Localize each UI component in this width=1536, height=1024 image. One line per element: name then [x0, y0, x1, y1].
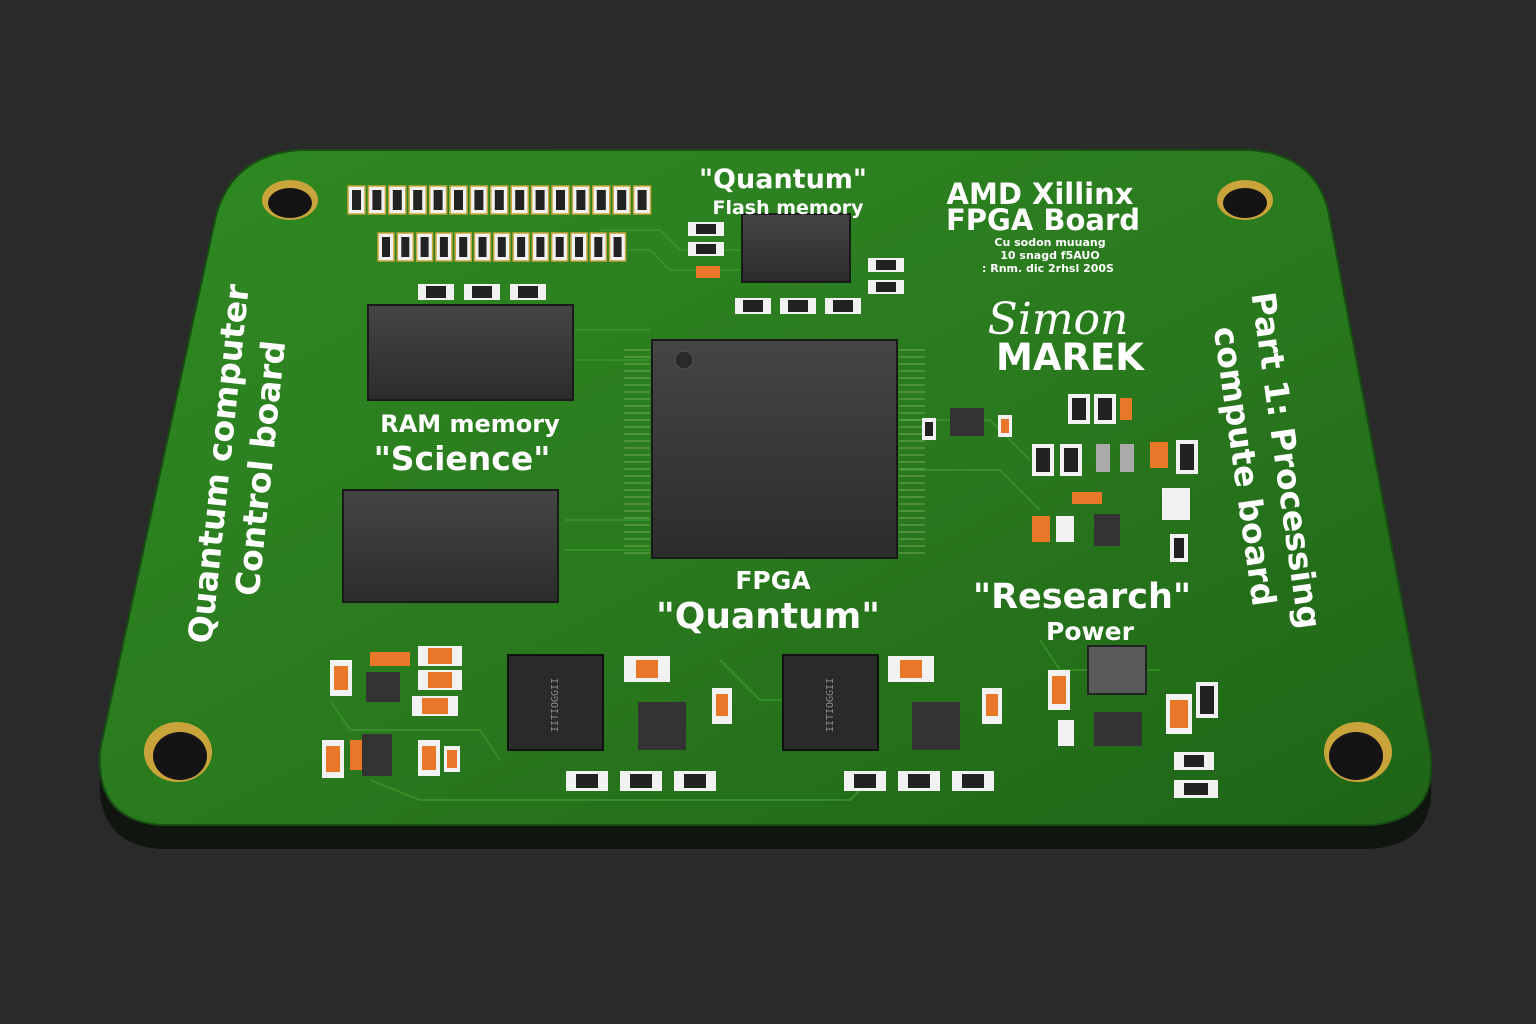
connector-pad-core	[515, 190, 525, 210]
fpga-name: "Quantum"	[656, 596, 880, 637]
connector-pad-core	[420, 237, 429, 257]
ram-chip-top	[367, 304, 574, 401]
fpga-label: FPGA	[735, 566, 811, 595]
connector-pad-core	[497, 237, 506, 257]
designer-signature: Simon	[988, 294, 1129, 345]
power-name: "Research"	[973, 577, 1191, 617]
connector-pad-core	[413, 190, 423, 210]
connector-pad-core	[536, 237, 545, 257]
mounting-hole	[153, 732, 207, 780]
connector-pad-core	[613, 237, 622, 257]
connector-pad-core	[594, 237, 603, 257]
connector-pad-core	[372, 190, 382, 210]
power-inductor	[1087, 645, 1147, 695]
connector-pad-core	[439, 237, 448, 257]
connector-pad-core	[637, 190, 647, 210]
power-label: Power	[1046, 617, 1135, 646]
ram-chip-bottom	[342, 489, 559, 603]
ram-name: "Science"	[374, 439, 551, 478]
connector-pad-core	[596, 190, 606, 210]
mounting-hole	[1329, 732, 1383, 780]
flash-chip	[741, 213, 851, 283]
connector-pad-core	[382, 237, 390, 257]
fpga-pin1-marker	[674, 350, 694, 370]
connector-pad-core	[556, 190, 565, 210]
flash-subtitle: Flash memory	[712, 197, 864, 219]
connector-pad-core	[454, 190, 463, 210]
flash-pads	[688, 222, 904, 314]
connector-pad-core	[535, 190, 545, 210]
mounting-hole	[268, 188, 312, 218]
connector-pad-core	[517, 237, 526, 257]
regulator-chip-2	[782, 654, 879, 751]
left-bottom-components	[322, 646, 462, 778]
connector-pad-core	[433, 190, 443, 210]
power-section: IITIOGGII IITIOGGII	[507, 645, 1218, 798]
fine-print-1: Cu sodon muuang	[994, 236, 1105, 249]
connector-pad-core	[474, 190, 484, 210]
connector-pad-core	[459, 237, 468, 257]
fine-print-3: : Rnm. dic 2rhsl 200S	[982, 262, 1114, 275]
mounting-hole	[1223, 188, 1267, 218]
ram-top-pads	[418, 284, 546, 300]
brand-line-1: AMD Xillinx	[947, 177, 1134, 211]
regulator-chip-1	[507, 654, 604, 751]
connector-pad-core	[575, 237, 583, 257]
connector-pad-core	[617, 190, 627, 210]
flash-title: "Quantum"	[699, 164, 867, 195]
fpga-pin-grid	[624, 349, 925, 554]
top-connector-pads	[347, 185, 652, 215]
connector-pad-core	[401, 237, 410, 257]
second-connector-pads	[377, 232, 627, 262]
ram-label: RAM memory	[380, 410, 560, 438]
fine-print-2: 10 snagd f5AUO	[1000, 249, 1099, 262]
regulator-text-1: IITIOGGII	[550, 678, 561, 732]
regulator-text-2: IITIOGGII	[825, 678, 836, 732]
connector-pad-core	[352, 190, 361, 210]
connector-pad-core	[478, 237, 487, 257]
designer-name: MAREK	[996, 336, 1145, 379]
fpga-chip	[651, 339, 898, 559]
connector-pad-core	[392, 190, 402, 210]
brand-line-2: FPGA Board	[946, 203, 1140, 237]
connector-pad-core	[555, 237, 564, 257]
connector-pad-core	[494, 190, 504, 210]
mounting-holes	[144, 180, 1392, 782]
connector-pad-core	[576, 190, 586, 210]
right-components	[922, 394, 1198, 562]
